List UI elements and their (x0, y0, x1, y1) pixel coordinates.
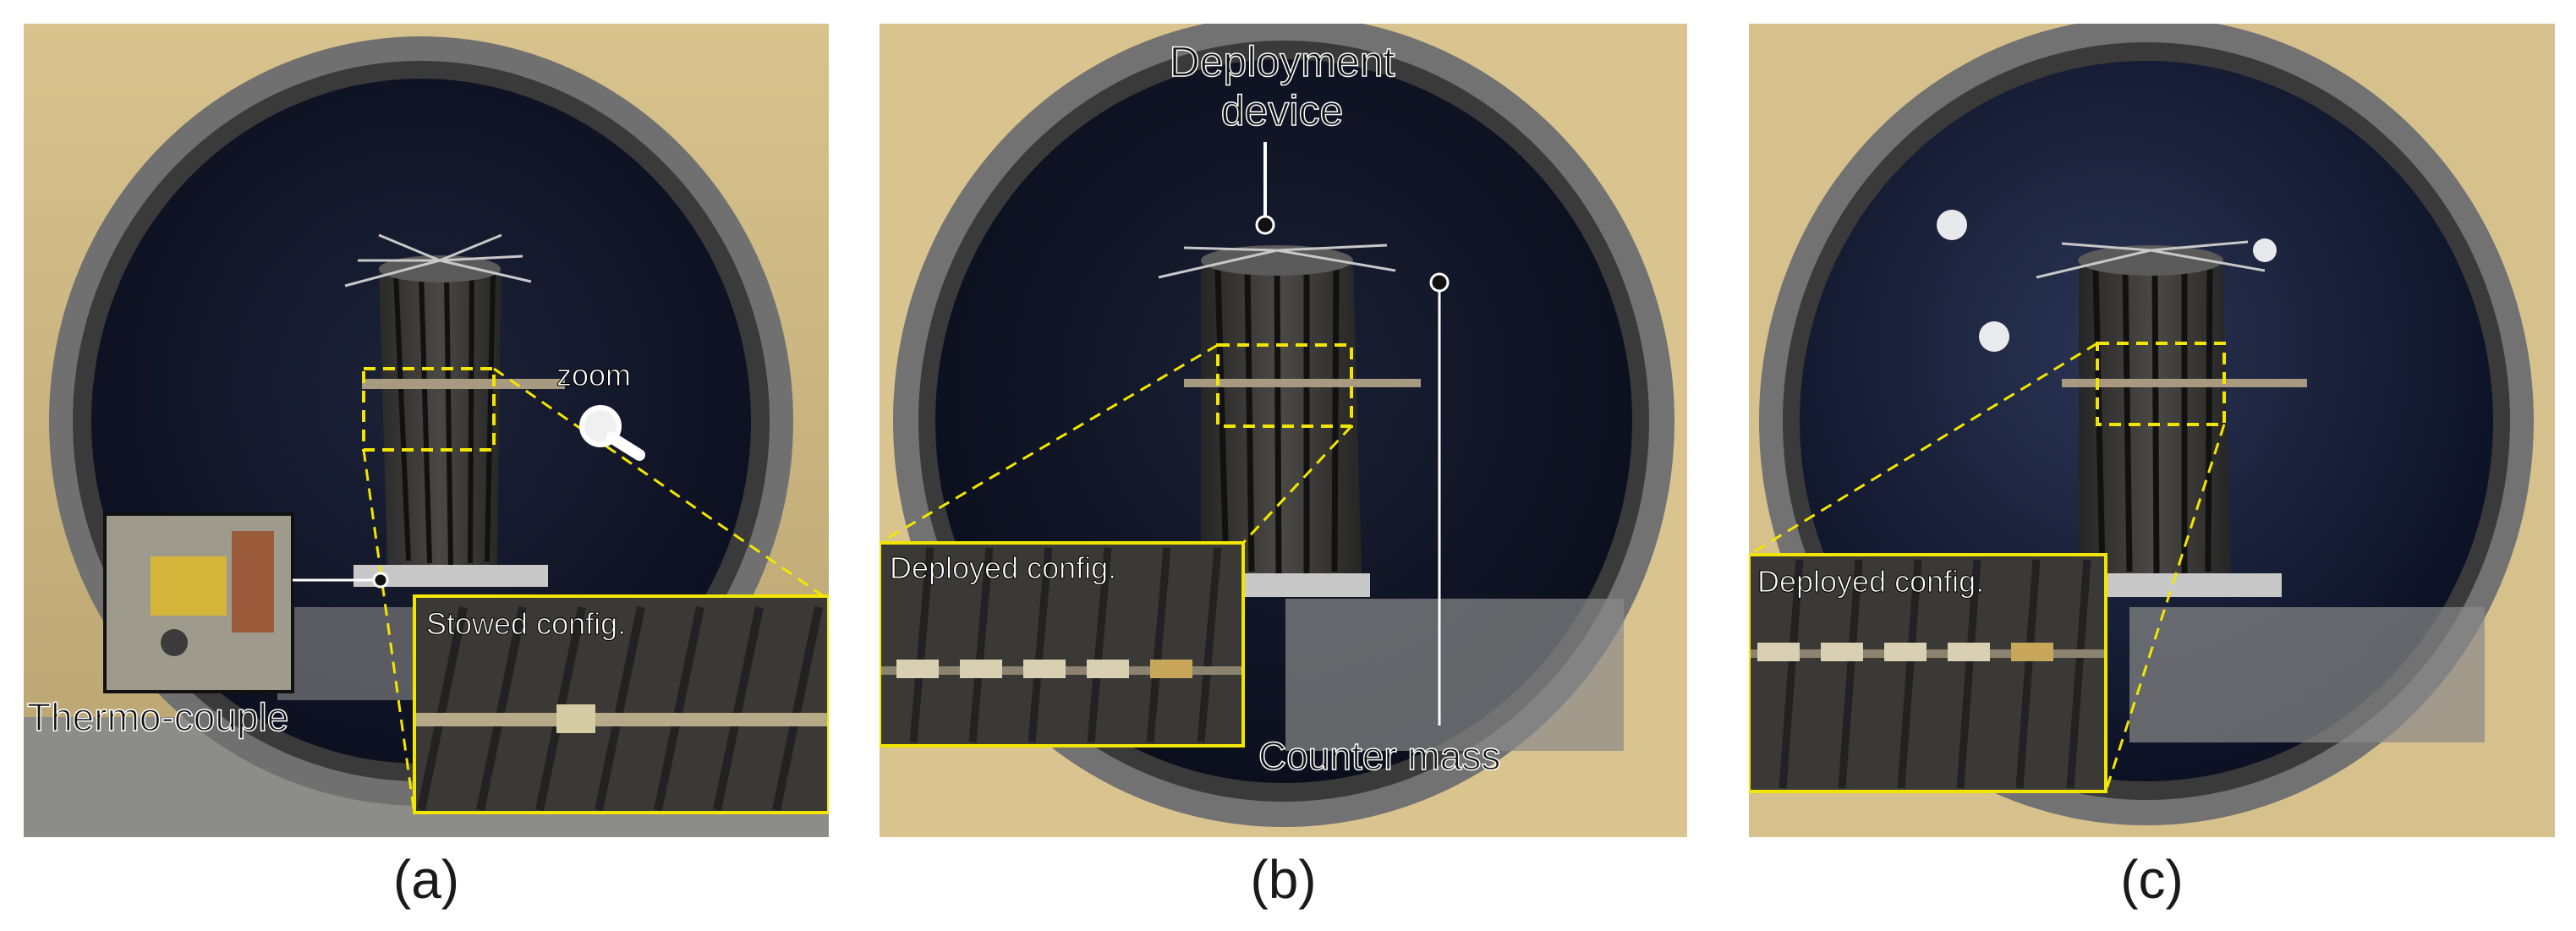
antenna (2078, 245, 2231, 574)
caption-c: (c) (2120, 849, 2184, 910)
stowed-config-label: Stowed config. (426, 606, 626, 641)
photo-panel-a: zoom Thermo-couple Stowed config. (24, 24, 829, 837)
thermocouple-label: Thermo-couple (27, 695, 288, 739)
caption-b: (b) (1250, 849, 1317, 910)
photo-panel-c: Deployed config. (1749, 24, 2555, 837)
deployment-device-label-line2: device (1221, 87, 1344, 134)
deployment-rods (2036, 240, 2266, 279)
stand (2129, 607, 2485, 742)
antenna (379, 255, 501, 566)
chamber-photo-b: Deployment device Counter mass Deployed … (880, 24, 1687, 837)
chamber-photo-c: Deployed config. (1749, 24, 2555, 837)
zoom-region-box (2096, 342, 2226, 426)
photo-panel-b: Deployment device Counter mass Deployed … (880, 24, 1687, 837)
zoom-lead-line (2104, 424, 2226, 792)
deployed-config-inset (880, 541, 1245, 748)
chamber-light (1937, 210, 1967, 240)
chamber-light (1979, 321, 2009, 352)
thermocouple-marker (372, 572, 389, 589)
zoom-region-box (1216, 343, 1353, 428)
thermocouple-inset (103, 512, 294, 693)
deployment-rods (344, 233, 532, 288)
zoom-region-box (362, 367, 496, 452)
hinge-bar (362, 379, 565, 389)
deployment-rods (1158, 244, 1396, 279)
deployed-config-inset (1749, 553, 2107, 793)
chamber-light (2253, 238, 2277, 262)
hinge-bar (1184, 379, 1421, 387)
stowed-config-inset (413, 594, 829, 814)
zoom-lead-line (493, 367, 828, 600)
zoom-lead-line (1749, 342, 2098, 556)
deployed-config-label: Deployed config. (1757, 564, 1984, 599)
magnifier-icon (579, 405, 645, 461)
deployment-device-marker (1255, 215, 1275, 235)
zoom-label: zoom (556, 358, 631, 392)
counter-mass-marker (1429, 272, 1450, 293)
caption-a: (a) (392, 849, 460, 910)
stand (1285, 599, 1624, 751)
zoom-lead-line (362, 449, 416, 815)
zoom-lead-line (1241, 424, 1353, 545)
antenna (1201, 245, 1362, 574)
deployed-config-label: Deployed config. (890, 550, 1116, 585)
hinge-bar (2062, 379, 2307, 387)
base-plate (2104, 573, 2282, 597)
counter-mass-label: Counter mass (1258, 734, 1500, 778)
zoom-lead-line (880, 343, 1219, 545)
deployment-device-label-line1: Deployment (1170, 38, 1395, 85)
chamber-photo-a: zoom Thermo-couple Stowed config. (24, 24, 829, 837)
